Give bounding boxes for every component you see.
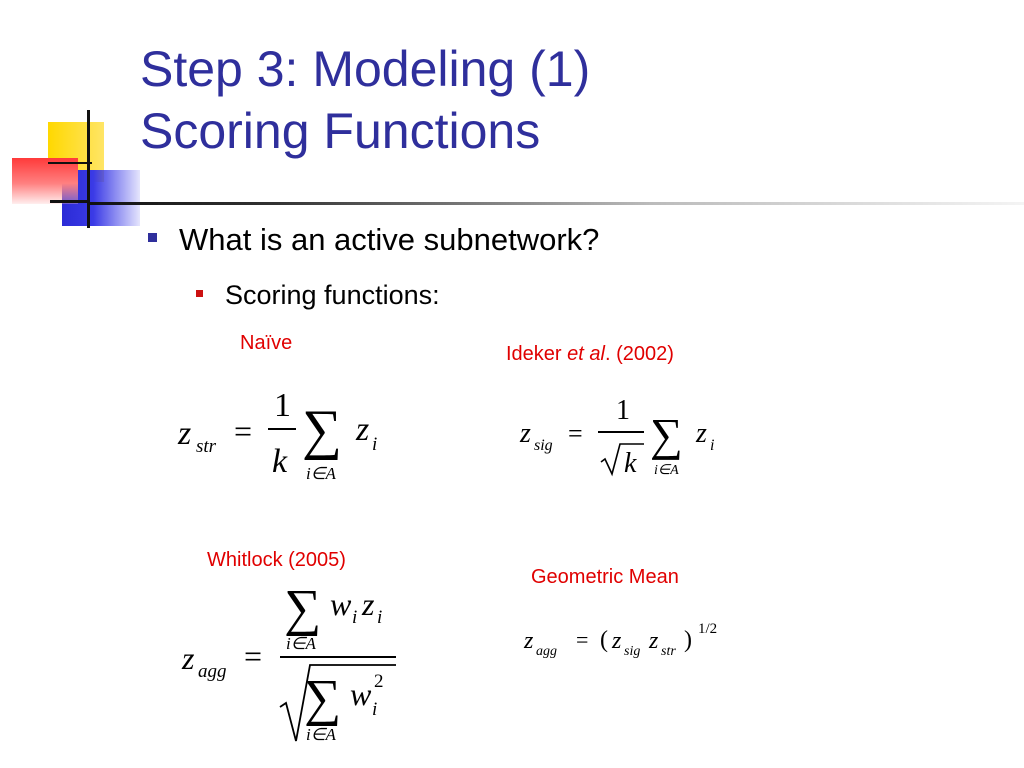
numerator-weight: w: [330, 586, 352, 622]
sqrt-icon: [279, 664, 396, 742]
formula-lhs: z: [177, 415, 191, 452]
bullet-square-icon: [148, 233, 157, 243]
numerator-score: z: [361, 586, 375, 622]
sum-symbol: ∑: [650, 409, 683, 460]
label-ideker-year: . (2002): [604, 343, 674, 365]
decor-horizontal-line: [50, 200, 90, 203]
formula-term-1: z: [611, 628, 622, 654]
right-paren: ): [684, 627, 692, 653]
decor-vertical-line: [87, 110, 90, 228]
numerator-score-subscript: i: [377, 607, 382, 628]
left-paren: (: [600, 627, 608, 653]
corner-decoration: [0, 100, 140, 230]
formula-numerator: 1: [274, 387, 291, 424]
label-ideker: Ideker et al. (2002): [506, 343, 674, 366]
decor-horizontal-line: [48, 162, 92, 164]
denominator-weight-subscript: i: [372, 699, 377, 720]
formula-lhs-subscript: agg: [536, 644, 557, 659]
sum-range: i∈A: [306, 725, 337, 744]
sum-symbol: ∑: [302, 399, 342, 461]
formula-equals: =: [568, 419, 583, 448]
bullet-square-icon: [196, 290, 203, 298]
title-line-2: Scoring Functions: [140, 103, 541, 159]
decor-red-square: [12, 158, 78, 204]
formula-lhs-subscript: str: [196, 436, 217, 457]
label-whitlock: Whitlock (2005): [207, 549, 346, 571]
formula-term: z: [355, 411, 369, 448]
bullet-level-2: Scoring functions:: [196, 280, 440, 311]
label-geometric-mean: Geometric Mean: [531, 566, 679, 588]
formula-term: z: [695, 418, 707, 449]
formula-numerator: 1: [616, 395, 630, 426]
label-ideker-etal: et al: [567, 343, 605, 365]
title-underline: [90, 202, 1024, 205]
bullet-level-1: What is an active subnetwork?: [148, 222, 599, 258]
denominator-weight: w: [350, 676, 372, 712]
title-line-1: Step 3: Modeling (1): [140, 41, 591, 97]
formula-lhs-subscript: sig: [534, 437, 553, 454]
formula-term-subscript: i: [710, 437, 714, 454]
formula-lhs: z: [181, 640, 195, 676]
numerator-weight-subscript: i: [352, 607, 357, 628]
denominator-exponent: 2: [374, 671, 384, 692]
formula-equals: =: [244, 638, 262, 674]
formula-lhs-subscript: agg: [198, 661, 227, 682]
formula-term-2: z: [648, 628, 659, 654]
formula-geometric-mean: z agg = ( z sig z str ) 1/2: [520, 614, 750, 674]
formula-denominator: k: [624, 448, 637, 479]
sum-symbol: ∑: [304, 670, 341, 727]
bullet-text: Scoring functions:: [225, 280, 440, 310]
sum-range: i∈A: [654, 463, 679, 478]
label-naive: Naïve: [240, 332, 293, 354]
formula-lhs: z: [519, 418, 531, 449]
formula-whitlock: z agg = ∑ i∈A w i z i ∑ i∈A w i 2: [176, 575, 416, 750]
formula-naive: z str = 1 k ∑ i∈A z i: [170, 378, 410, 488]
formula-denominator: k: [272, 443, 288, 480]
formula-term-subscript: i: [372, 434, 377, 455]
formula-term-2-subscript: str: [661, 644, 676, 659]
formula-ideker: z sig = 1 k ∑ i∈A z i: [514, 392, 734, 492]
page-title: Step 3: Modeling (1) Scoring Functions: [140, 38, 590, 162]
formula-term-1-subscript: sig: [624, 644, 640, 659]
formula-lhs: z: [523, 628, 534, 654]
label-ideker-author: Ideker: [506, 343, 568, 365]
sqrt-icon: [600, 443, 644, 477]
formula-equals: =: [234, 413, 252, 449]
sum-range: i∈A: [306, 464, 337, 483]
formula-equals: =: [576, 627, 588, 652]
sum-range: i∈A: [286, 634, 317, 653]
bullet-text: What is an active subnetwork?: [179, 222, 600, 257]
exponent: 1/2: [698, 621, 717, 637]
sum-symbol: ∑: [284, 580, 321, 637]
